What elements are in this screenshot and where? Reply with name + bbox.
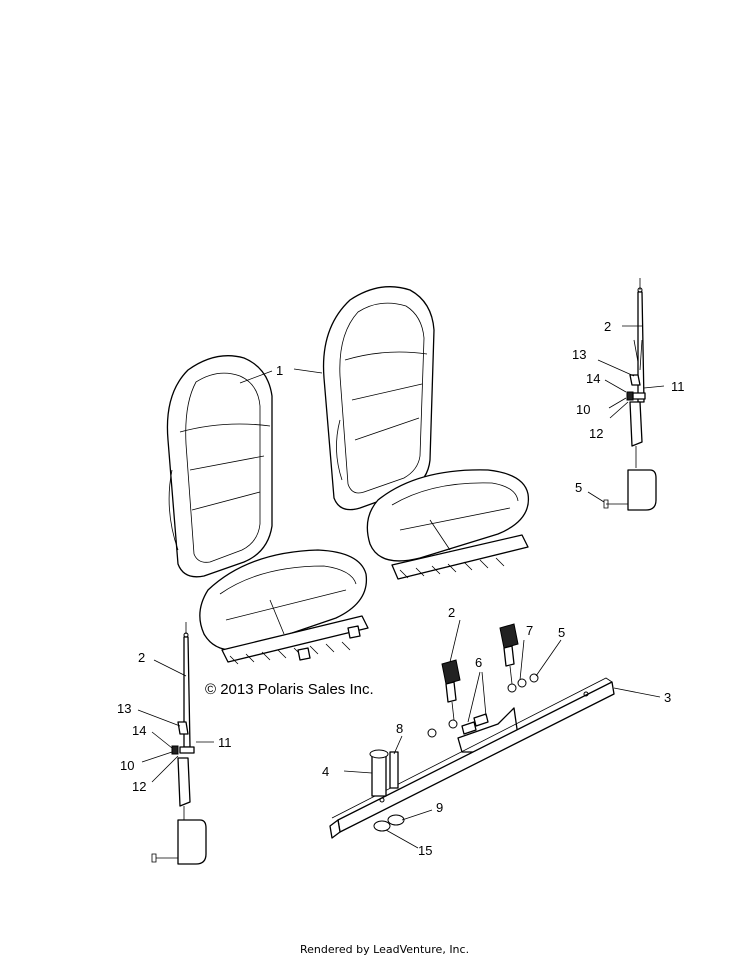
callout-13: 13 <box>117 701 131 716</box>
callout-9: 9 <box>436 800 443 815</box>
callout-11: 11 <box>218 735 232 750</box>
callout-11: 11 <box>671 379 685 394</box>
nut-15[interactable] <box>373 820 391 832</box>
callout-2: 2 <box>138 650 145 665</box>
callout-3: 3 <box>664 690 671 705</box>
callout-14: 14 <box>586 371 600 386</box>
callout-5: 5 <box>575 480 582 495</box>
nut-9[interactable] <box>387 814 405 826</box>
callout-10: 10 <box>576 402 590 417</box>
callout-12: 12 <box>589 426 603 441</box>
callout-5: 5 <box>558 625 565 640</box>
callout-10: 10 <box>120 758 134 773</box>
callout-15: 15 <box>418 843 432 858</box>
pin-4[interactable] <box>369 749 389 797</box>
callout-8: 8 <box>396 721 403 736</box>
callout-7: 7 <box>526 623 533 638</box>
callout-4: 4 <box>322 764 329 779</box>
copyright-text: © 2013 Polaris Sales Inc. <box>205 681 374 698</box>
callout-2: 2 <box>448 605 455 620</box>
washer-7[interactable] <box>517 678 527 688</box>
seat-right[interactable] <box>322 286 530 580</box>
callout-14: 14 <box>132 723 146 738</box>
seat-belt-upper-right[interactable] <box>603 278 657 511</box>
buckle-right[interactable] <box>499 623 519 693</box>
callout-13: 13 <box>572 347 586 362</box>
buckle-left[interactable] <box>441 659 461 729</box>
seat-left[interactable] <box>166 355 369 665</box>
callout-1: 1 <box>276 363 283 378</box>
washer-lower[interactable] <box>427 728 437 738</box>
bolt-6[interactable] <box>461 713 489 735</box>
seat-belt-lower-left[interactable] <box>151 622 207 865</box>
callout-12: 12 <box>132 779 146 794</box>
callout-2: 2 <box>604 319 611 334</box>
callout-labels: 1 2 13 14 11 10 12 5 2 7 5 6 3 8 4 9 15 … <box>117 319 685 858</box>
leader-lines <box>137 325 665 849</box>
bolt-8[interactable] <box>389 751 399 789</box>
cross-tube[interactable] <box>329 677 615 839</box>
footer-text: Rendered by LeadVenture, Inc. <box>300 943 469 956</box>
callout-6: 6 <box>475 655 482 670</box>
